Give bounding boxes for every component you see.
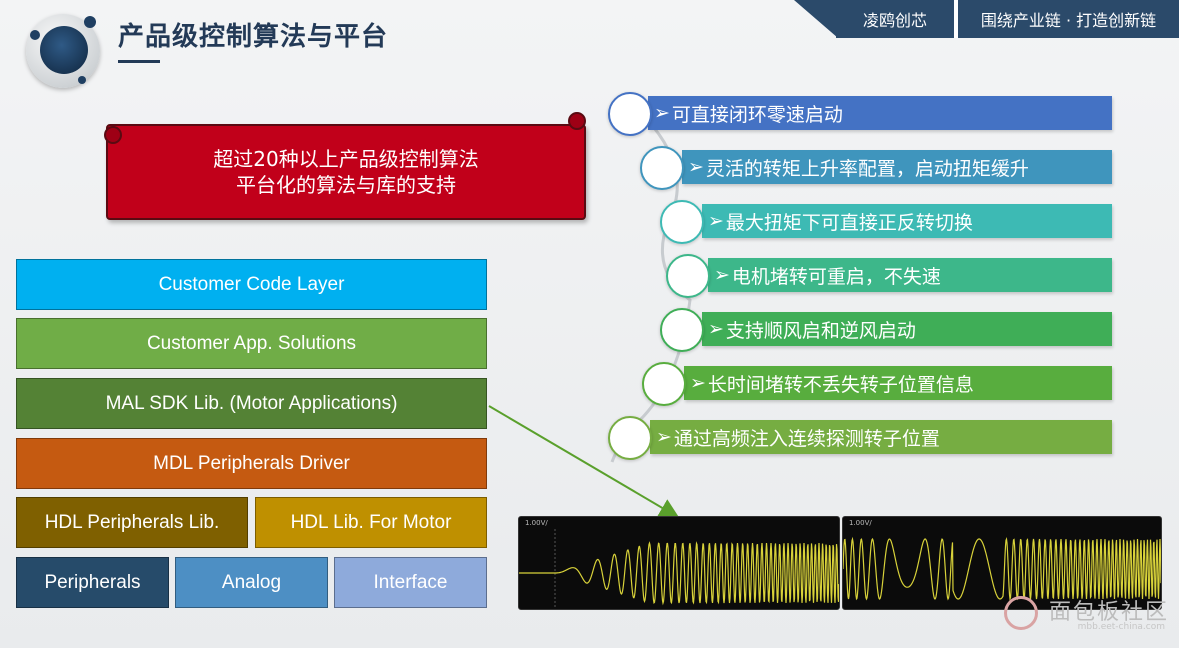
feature-item-4: ➢电机堵转可重启，不失速 bbox=[708, 258, 1112, 292]
watermark-logo-icon bbox=[1004, 596, 1038, 630]
feature-item-1: ➢可直接闭环零速启动 bbox=[648, 96, 1112, 130]
layer-customer-app: Customer App. Solutions bbox=[16, 318, 487, 369]
arrow-bullet-icon: ➢ bbox=[714, 264, 730, 286]
oscilloscope-capture-1: 1.00V/ bbox=[518, 516, 840, 610]
watermark-text: 面包板社区 bbox=[1048, 600, 1169, 625]
feature-item-6: ➢长时间堵转不丢失转子位置信息 bbox=[684, 366, 1112, 400]
feature-text: 灵活的转矩上升率配置，启动扭矩缓升 bbox=[705, 157, 1029, 180]
feature-item-7: ➢通过高频注入连续探测转子位置 bbox=[650, 420, 1112, 454]
arrow-bullet-icon: ➢ bbox=[708, 210, 724, 232]
bullet-circle bbox=[660, 200, 704, 244]
feature-text: 长时间堵转不丢失转子位置信息 bbox=[707, 373, 974, 396]
waveform-chirp bbox=[519, 529, 839, 609]
layer-interface: Interface bbox=[334, 557, 487, 608]
page-title: 产品级控制算法与平台 bbox=[118, 22, 389, 52]
arrow-bullet-icon: ➢ bbox=[708, 318, 724, 340]
layer-hdl-periph: HDL Peripherals Lib. bbox=[16, 497, 248, 548]
bullet-circle bbox=[642, 362, 686, 406]
layer-hdl-motor: HDL Lib. For Motor bbox=[255, 497, 487, 548]
scroll-curl-left bbox=[104, 126, 122, 144]
arrow-bullet-icon: ➢ bbox=[656, 426, 672, 448]
bullet-circle bbox=[666, 254, 710, 298]
banner-line-2: 平台化的算法与库的支持 bbox=[236, 173, 456, 197]
layer-mal-sdk: MAL SDK Lib. (Motor Applications) bbox=[16, 378, 487, 429]
banner-scroll: 超过20种以上产品级控制算法 平台化的算法与库的支持 bbox=[106, 124, 586, 220]
arrow-bullet-icon: ➢ bbox=[688, 156, 704, 178]
arrow-bullet-icon: ➢ bbox=[654, 102, 670, 124]
title-underline bbox=[118, 60, 160, 63]
bullet-circle bbox=[660, 308, 704, 352]
tab-slant bbox=[794, 0, 838, 38]
feature-text: 电机堵转可重启，不失速 bbox=[731, 265, 941, 288]
arrow-bullet-icon: ➢ bbox=[690, 372, 706, 394]
tab-slogan[interactable]: 围绕产业链 · 打造创新链 bbox=[958, 0, 1179, 38]
tab-company[interactable]: 凌鸥创芯 bbox=[836, 0, 954, 38]
logo-dot bbox=[84, 16, 96, 28]
watermark-url: mbb.eet-china.com bbox=[1077, 622, 1165, 632]
bullet-circle bbox=[608, 416, 652, 460]
logo-core bbox=[40, 26, 88, 74]
oscilloscope-capture-2: 1.00V/ bbox=[842, 516, 1162, 610]
layer-mdl-driver: MDL Peripherals Driver bbox=[16, 438, 487, 489]
logo-dot bbox=[30, 30, 40, 40]
feature-text: 可直接闭环零速启动 bbox=[671, 103, 843, 126]
banner-line-1: 超过20种以上产品级控制算法 bbox=[213, 147, 479, 171]
scroll-curl-right bbox=[568, 112, 586, 130]
bullet-circle bbox=[640, 146, 684, 190]
feature-item-2: ➢灵活的转矩上升率配置，启动扭矩缓升 bbox=[682, 150, 1112, 184]
feature-text: 最大扭矩下可直接正反转切换 bbox=[725, 211, 973, 234]
feature-item-5: ➢支持顺风启和逆风启动 bbox=[702, 312, 1112, 346]
tab-divider bbox=[954, 0, 958, 38]
feature-text: 通过高频注入连续探测转子位置 bbox=[673, 427, 940, 450]
scope-header: 1.00V/ bbox=[525, 519, 548, 527]
waveform-reversal bbox=[843, 536, 1161, 602]
layer-peripherals: Peripherals bbox=[16, 557, 169, 608]
feature-item-3: ➢最大扭矩下可直接正反转切换 bbox=[702, 204, 1112, 238]
layer-customer-code: Customer Code Layer bbox=[16, 259, 487, 310]
bullet-circle bbox=[608, 92, 652, 136]
logo-dot bbox=[78, 76, 86, 84]
layer-analog: Analog bbox=[175, 557, 328, 608]
scope-header: 1.00V/ bbox=[849, 519, 872, 527]
feature-text: 支持顺风启和逆风启动 bbox=[725, 319, 916, 342]
